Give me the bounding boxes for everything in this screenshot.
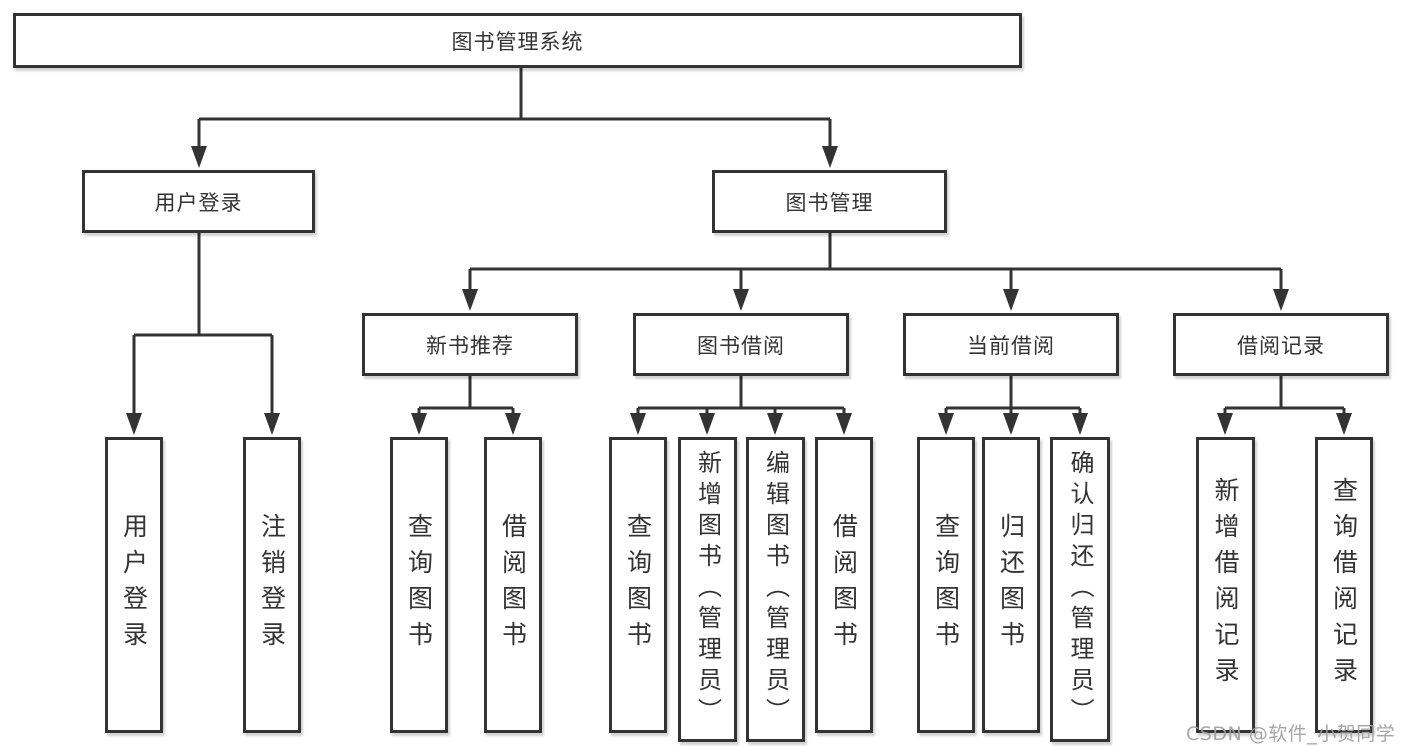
connector-root-to-level2 [191, 68, 838, 168]
node-user-login-leaf: 用户登录 [105, 437, 163, 733]
node-return-books: 归还图书 [982, 437, 1040, 733]
node-new-book-recommendation: 新书推荐 [362, 313, 578, 376]
node-user-login: 用户登录 [82, 170, 315, 233]
node-query-borrow-record: 查询借阅记录 [1315, 437, 1373, 733]
connector-book-management-to-level3 [462, 233, 1289, 311]
connector-book-borrowing-to-children [630, 376, 852, 435]
csdn-watermark: CSDN @软件_小贺同学 [1186, 723, 1396, 745]
node-borrowing-records: 借阅记录 [1173, 313, 1389, 376]
node-borrowing-borrow-books: 借阅图书 [815, 437, 873, 733]
node-current-borrowing: 当前借阅 [903, 313, 1119, 376]
node-add-book-admin: 新增图书（管理员） [678, 437, 737, 742]
node-logout-leaf: 注销登录 [243, 437, 301, 733]
node-recommend-borrow-books: 借阅图书 [484, 437, 542, 733]
node-current-query-books: 查询图书 [917, 437, 975, 733]
connector-new-book-recommendation-to-children [411, 376, 521, 435]
node-book-management: 图书管理 [712, 170, 947, 233]
node-add-borrow-record: 新增借阅记录 [1196, 437, 1255, 733]
node-borrowing-query-books: 查询图书 [609, 437, 667, 733]
node-recommend-query-books: 查询图书 [390, 437, 448, 733]
connector-borrowing-records-to-children [1217, 376, 1352, 435]
node-confirm-return-admin: 确认归还（管理员） [1050, 437, 1110, 742]
node-book-borrowing: 图书借阅 [633, 313, 849, 376]
connector-current-borrowing-to-children [938, 376, 1088, 435]
node-edit-book-admin: 编辑图书（管理员） [746, 437, 805, 742]
node-library-management-system: 图书管理系统 [13, 13, 1022, 68]
connector-user-login-to-children [126, 233, 280, 435]
